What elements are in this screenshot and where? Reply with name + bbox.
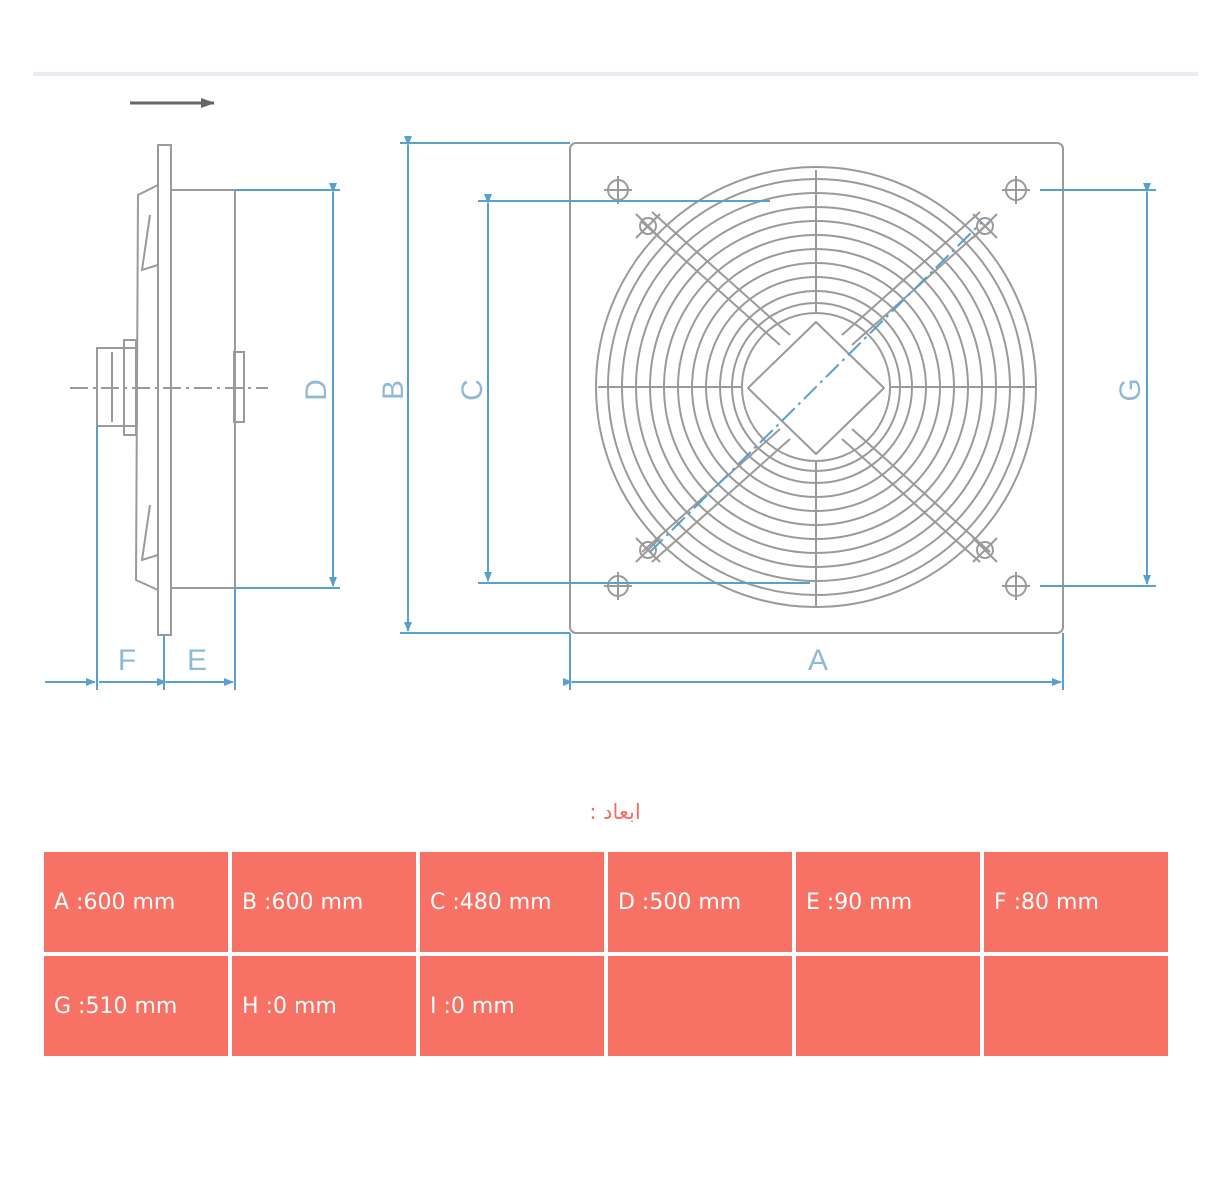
label-c: C	[456, 379, 489, 401]
table-cell: I :0 mm	[420, 956, 604, 1056]
table-cell: F :80 mm	[984, 852, 1168, 952]
motor-hub	[747, 321, 885, 455]
table-cell: C :480 mm	[420, 852, 604, 952]
dimension-b	[400, 136, 570, 634]
dimension-a	[563, 633, 1064, 690]
fan-technical-drawing: D F E	[45, 98, 1156, 690]
label-a: A	[808, 644, 828, 677]
table-cell: E :90 mm	[796, 852, 980, 952]
table-cell	[796, 956, 980, 1056]
label-d: D	[300, 379, 333, 401]
top-divider	[33, 72, 1198, 76]
label-g: G	[1114, 378, 1147, 401]
table-cell: D :500 mm	[608, 852, 792, 952]
dimensions-title: ابعاد :	[589, 800, 641, 824]
table-cell: A :600 mm	[44, 852, 228, 952]
mounting-plate-side	[157, 144, 172, 636]
dimension-d	[235, 183, 340, 589]
label-b: B	[377, 380, 410, 400]
table-row: A :600 mm B :600 mm C :480 mm D :500 mm …	[44, 852, 1168, 952]
fan-grille	[595, 166, 1037, 608]
table-cell: H :0 mm	[232, 956, 416, 1056]
side-view	[70, 98, 268, 636]
table-cell: G :510 mm	[44, 956, 228, 1056]
centerline-front	[649, 221, 983, 553]
label-e: E	[187, 644, 207, 677]
dimension-g	[1040, 183, 1156, 587]
table-row: G :510 mm H :0 mm I :0 mm	[44, 956, 1168, 1056]
dimensions-table: A :600 mm B :600 mm C :480 mm D :500 mm …	[40, 848, 1172, 1060]
mounting-holes	[604, 176, 1030, 600]
dimension-c	[478, 194, 810, 584]
mounting-plate-front	[569, 142, 1064, 634]
table-cell	[608, 956, 792, 1056]
dimension-f-e	[45, 426, 236, 690]
table-cell: B :600 mm	[232, 852, 416, 952]
table-cell	[984, 956, 1168, 1056]
label-f: F	[118, 644, 136, 677]
front-view	[569, 142, 1064, 634]
